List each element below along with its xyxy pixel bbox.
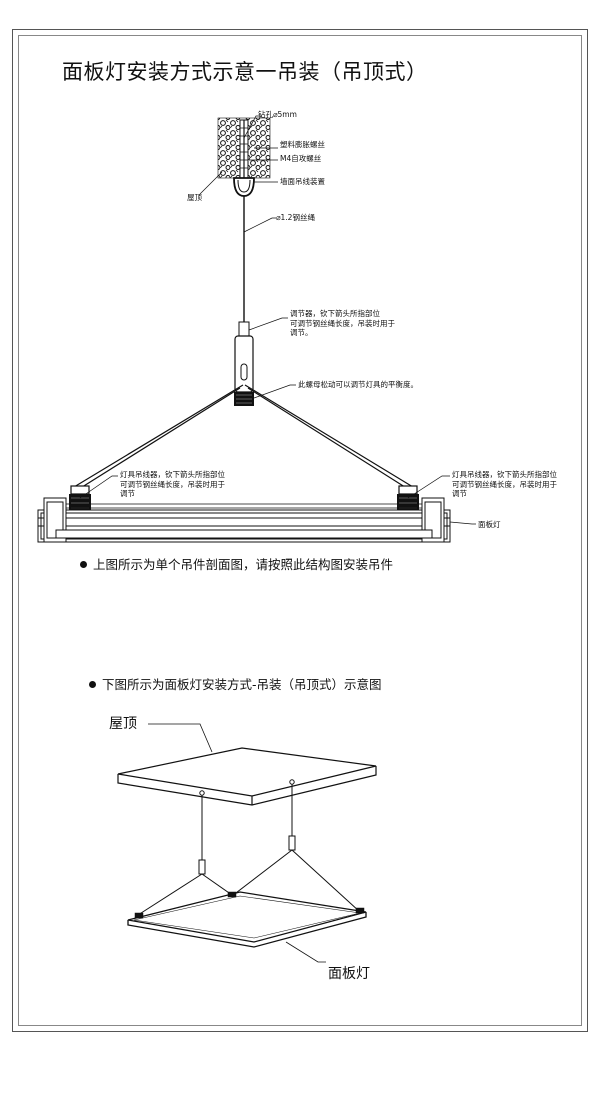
label-plastic-anchor: 塑料膨胀螺丝	[280, 140, 325, 149]
label-roof-section: 屋顶	[187, 193, 202, 202]
leader-lines	[79, 115, 476, 525]
label-ceiling-fixture: 墙面吊线装置	[280, 177, 325, 186]
bullet-icon	[80, 561, 87, 568]
wire-adjuster	[234, 321, 254, 406]
label-balance-nut: 此螺母松动可以调节灯具的平衡度。	[298, 380, 418, 389]
label-lamp-hanger-left: 灯具吊线器，钦下箭头所指部位 可调节钢丝绳长度，吊装时用于 调节	[120, 470, 225, 498]
bullet-icon	[89, 681, 96, 688]
panel-perspective	[127, 891, 367, 943]
page-title: 面板灯安装方式示意一吊装（吊顶式）	[62, 60, 428, 84]
perspective-drawing	[117, 723, 377, 963]
section-note: 上图所示为单个吊件剖面图，请按照此结构图安装吊件	[80, 554, 393, 573]
panel-section	[37, 497, 451, 543]
label-drill-hole: 钻孔⌀5mm	[258, 110, 297, 119]
label-panel-section: 面板灯	[478, 520, 501, 529]
label-self-tapping-screw: M4自攻螺丝	[280, 154, 322, 163]
v-wires	[73, 384, 414, 490]
perspective-note: 下图所示为面板灯安装方式-吊装（吊顶式）示意图	[89, 674, 382, 693]
label-lamp-hanger-right: 灯具吊线器，钦下箭头所指部位 可调节钢丝绳长度，吊装时用于 调节	[452, 470, 557, 498]
label-steel-wire: ⌀1.2钢丝绳	[276, 213, 315, 222]
label-roof: 屋顶	[109, 716, 137, 732]
label-adjuster: 调节器，钦下箭头所指部位 可调节钢丝绳长度，吊装时用于 调节。	[290, 309, 395, 337]
label-panel-light: 面板灯	[328, 966, 370, 982]
outer-frame	[12, 29, 588, 1032]
anchor-assembly	[233, 119, 255, 197]
inner-frame	[18, 35, 582, 1026]
